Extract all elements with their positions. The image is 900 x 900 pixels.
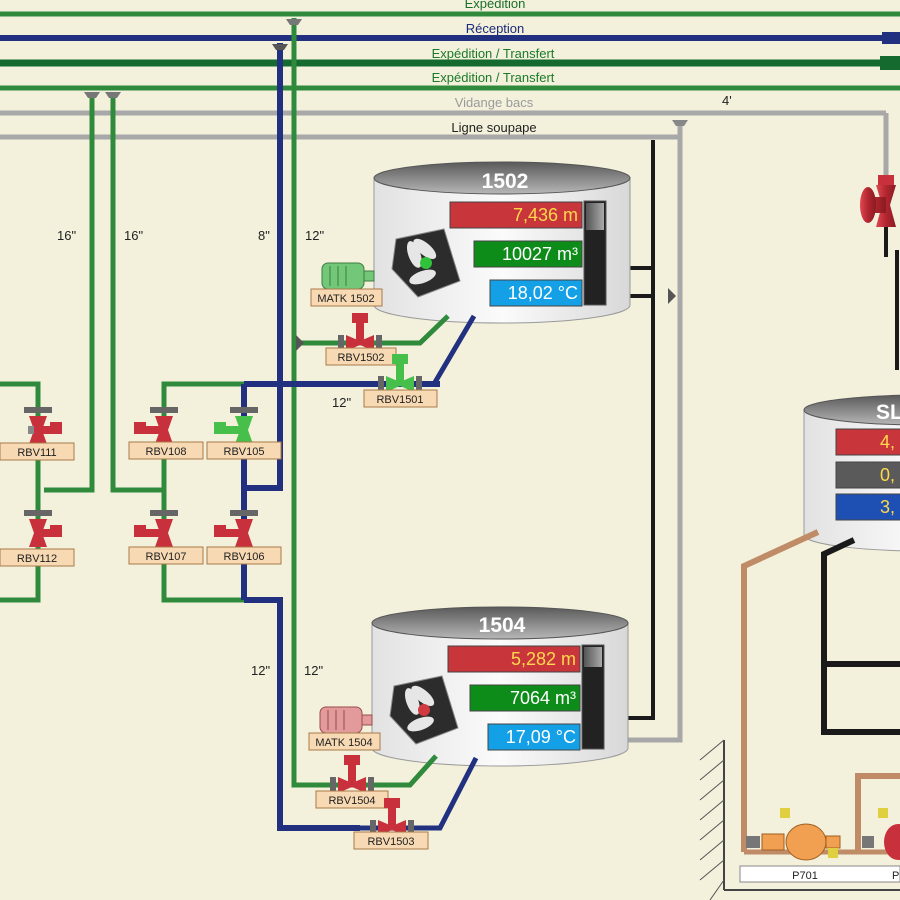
- mixer-propeller-icon: [391, 228, 461, 298]
- centrifugal-pump-icon: [785, 823, 827, 861]
- pipe-size-label-c: 8": [258, 228, 270, 243]
- pipe-size-label-d: 12": [305, 228, 324, 243]
- tank-1504-level: 5,282 m: [511, 649, 576, 669]
- tank-1502-temperature: 18,02 °C: [508, 283, 578, 303]
- tank-1502-name: 1502: [482, 170, 529, 193]
- pipe-size-labels: 16" 16" 8" 12" 12" 12" 12": [57, 228, 351, 678]
- tank-sl-temp-box: [835, 493, 900, 521]
- gate-valve-icon: [346, 335, 374, 351]
- motor-icon: [319, 706, 363, 734]
- valve-rbv1504[interactable]: [330, 755, 374, 793]
- pump-tag-p701: [739, 865, 900, 883]
- valve-label-rbv1501: RBV1501: [376, 394, 423, 406]
- gate-valve-icon: [235, 416, 253, 444]
- pipe-size-label-e: 12": [251, 663, 270, 678]
- tank-1502-level: 7,436 m: [513, 205, 578, 225]
- valve-rbv1502[interactable]: [338, 313, 382, 351]
- tank-sl-level-box: [835, 428, 900, 456]
- tank-1504-level-box: [447, 645, 581, 673]
- valve-rbv1501[interactable]: [378, 354, 422, 392]
- tank-1502[interactable]: 1502 7,436 m 10027 m³ 18,02 °C: [373, 161, 631, 324]
- tank-sl-name: SL: [876, 401, 900, 424]
- tank-sl-temperature: 3,: [880, 497, 895, 517]
- tank-sl[interactable]: SL 4, 0, 3,: [803, 394, 900, 552]
- motor-icon: [321, 262, 365, 290]
- motor-tag-1504: [308, 732, 381, 751]
- tank-1502-temp-box: [489, 279, 583, 307]
- header-labels: Expédition Réception Expédition / Transf…: [432, 0, 732, 135]
- motor-label-1502: MATK 1502: [317, 293, 374, 305]
- valve-tag-rbv106: [206, 546, 282, 565]
- pump-p702[interactable]: [862, 808, 900, 860]
- valve-label-rbv108: RBV108: [146, 446, 187, 458]
- mixer-propeller-icon: [389, 675, 459, 745]
- pump-label-p701: P701: [792, 870, 818, 882]
- valve-label-rbv1504: RBV1504: [328, 795, 375, 807]
- tank-1502-volume: 10027 m³: [502, 244, 578, 264]
- pipe-size-label-b: 16": [124, 228, 143, 243]
- valve-label-rbv105: RBV105: [224, 446, 265, 458]
- valve-tag-rbv105: [206, 441, 282, 460]
- tank-1502-level-box: [449, 201, 583, 229]
- valve-rbv112[interactable]: [24, 510, 62, 555]
- valve-label-rbv112: RBV112: [17, 553, 57, 565]
- motor-1502[interactable]: [321, 262, 375, 290]
- tank-1502-volume-box: [473, 240, 583, 268]
- tank-1504-level-fill: [584, 647, 602, 667]
- tank-sl-volume: 0,: [880, 465, 895, 485]
- pump-p701[interactable]: [746, 808, 841, 861]
- tank-1504-name: 1504: [479, 614, 526, 637]
- valve-label-rbv107: RBV107: [146, 551, 187, 563]
- vent-valve-top-right[interactable]: [860, 175, 896, 257]
- gate-valve-icon: [155, 416, 173, 444]
- motor-label-1504: MATK 1504: [315, 737, 372, 749]
- tank-1504[interactable]: 1504 5,282 m 7064 m³ 17,09 °C: [371, 606, 629, 767]
- gate-valve-icon: [338, 777, 366, 793]
- valve-tag-rbv107: [128, 546, 204, 565]
- pump-label-p702: P: [892, 870, 899, 882]
- valve-label-rbv111: RBV111: [17, 447, 56, 459]
- valve-tag-rbv108: [128, 441, 204, 460]
- pipe-size-label-outlet-1502: 12": [332, 395, 351, 410]
- header-label-reception: Réception: [466, 21, 525, 36]
- header-label-expedition-transfert-1: Expédition / Transfert: [432, 46, 555, 61]
- valve-label-rbv1503: RBV1503: [367, 836, 414, 848]
- gate-valve-icon: [235, 519, 253, 547]
- tank-1504-volume: 7064 m³: [510, 688, 576, 708]
- tank-sl-volume-box: [835, 461, 900, 489]
- tank-1504-volume-box: [469, 684, 581, 712]
- gate-valve-icon: [386, 376, 414, 392]
- tank-sl-level: 4,: [880, 432, 895, 452]
- tank-1502-level-fill: [586, 203, 604, 230]
- motor-1504[interactable]: [319, 706, 373, 734]
- header-label-vidange-bacs: Vidange bacs: [455, 95, 534, 110]
- header-pipes: [0, 11, 900, 175]
- gate-valve-icon: [155, 519, 173, 547]
- pipe-size-label-a: 16": [57, 228, 76, 243]
- header-label-ligne-soupape: Ligne soupape: [451, 120, 536, 135]
- valve-tag-rbv112: [0, 548, 75, 567]
- valve-tag-rbv111: [0, 442, 75, 461]
- valve-tag-rbv1501: [363, 389, 438, 408]
- valve-label-rbv106: RBV106: [224, 551, 265, 563]
- header-label-expedition: Expédition: [465, 0, 526, 11]
- tank-1504-level-gauge: [581, 644, 605, 750]
- valve-tag-rbv1503: [353, 831, 429, 850]
- tank-1504-temp-box: [487, 723, 581, 751]
- centrifugal-pump-icon: [884, 824, 900, 860]
- pipe-size-label-f: 12": [304, 663, 323, 678]
- motor-tag-1502: [310, 288, 383, 307]
- pipe-size-main-vent: 4': [722, 93, 732, 108]
- ground-hatch: [699, 739, 900, 900]
- header-label-expedition-transfert-2: Expédition / Transfert: [432, 70, 555, 85]
- right-process-pipes: [741, 529, 900, 855]
- tank-1504-temperature: 17,09 °C: [506, 727, 576, 747]
- valve-label-rbv1502: RBV1502: [337, 352, 384, 364]
